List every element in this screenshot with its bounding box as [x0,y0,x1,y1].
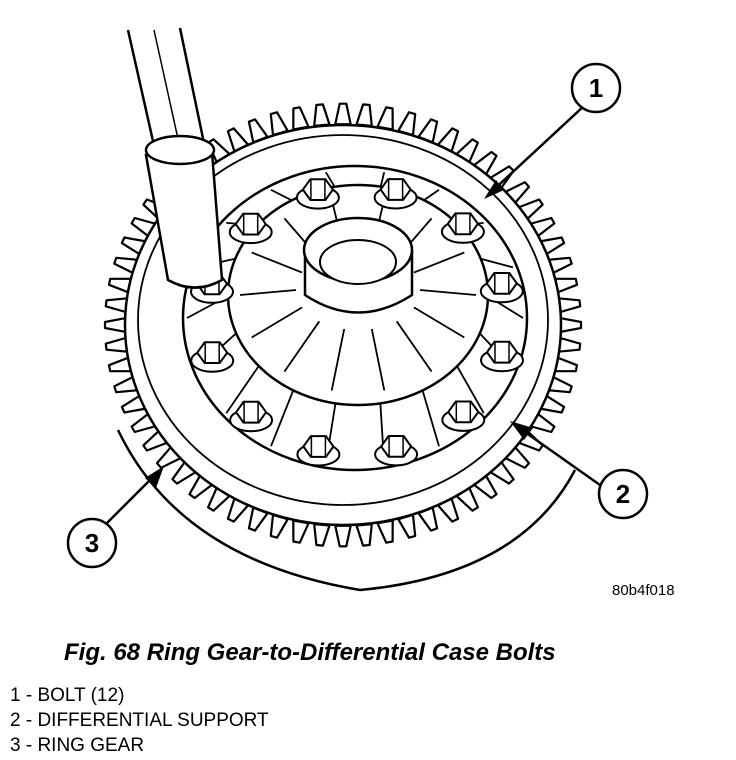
gear-tooth [292,519,310,544]
legend-item-differential-support: 2 - DIFFERENTIAL SUPPORT [10,710,269,731]
bolt-icon [479,272,524,304]
differential-support [181,164,529,472]
bolt-icon [296,435,341,467]
legend-item-ring-gear: 3 - RING GEAR [10,735,145,756]
callout-3: 3 [66,466,164,569]
ring-gear-inner-edge [137,134,549,506]
bolt-icon [480,340,524,373]
hub-rib [239,289,297,296]
gear-tooth [334,524,352,548]
bolt-icon [441,400,486,432]
bolt-icon [373,178,418,210]
callout-2: 2 [510,421,649,520]
bolts [190,178,524,467]
support-rib [270,388,295,447]
gear-tooth [376,519,394,544]
bolt-icon [440,212,485,244]
callout-1-number: 1 [589,73,603,103]
bolt-icon [295,178,340,210]
tool-extension [126,27,224,289]
figure-caption: Fig. 68 Ring Gear-to-Differential Case B… [64,639,556,666]
gear-tooth [334,102,352,126]
support-rib [225,363,261,414]
hub-rib [370,328,386,391]
callout-3-number: 3 [85,528,99,558]
support-rib [421,388,440,447]
gear-tooth [313,103,331,128]
hub-rib [251,306,303,339]
hub-rib [251,251,303,274]
bolt-icon [228,212,273,245]
hub-rib [413,306,465,339]
bearing-boss [302,216,414,314]
hub-rib [413,251,465,274]
support-rib [270,188,295,203]
bolt-icon [190,341,235,373]
legend: 1 - BOLT (12) 2 - DIFFERENTIAL SUPPORT 3… [10,683,269,758]
legend-item-bolt: 1 - BOLT (12) [10,685,125,706]
bolt-icon [374,435,419,467]
gear-tooth [355,522,373,547]
ring-gear-side [116,429,577,592]
support-rib [478,257,514,269]
hub-rib [283,320,321,373]
bolt-icon [229,400,274,433]
hub-rib [395,320,433,373]
support-rib [455,363,485,414]
gear-tooth [355,103,373,128]
callout-1: 1 [484,62,622,199]
hub-rib [419,289,477,296]
callout-2-number: 2 [616,479,630,509]
gear-tooth [292,106,310,131]
figure-code: 80b4f018 [612,582,675,599]
ring-gear-illustration: 1 2 3 [66,27,649,592]
hub-rib [330,328,346,391]
gear-tooth [376,106,394,131]
gear-tooth [313,522,331,547]
